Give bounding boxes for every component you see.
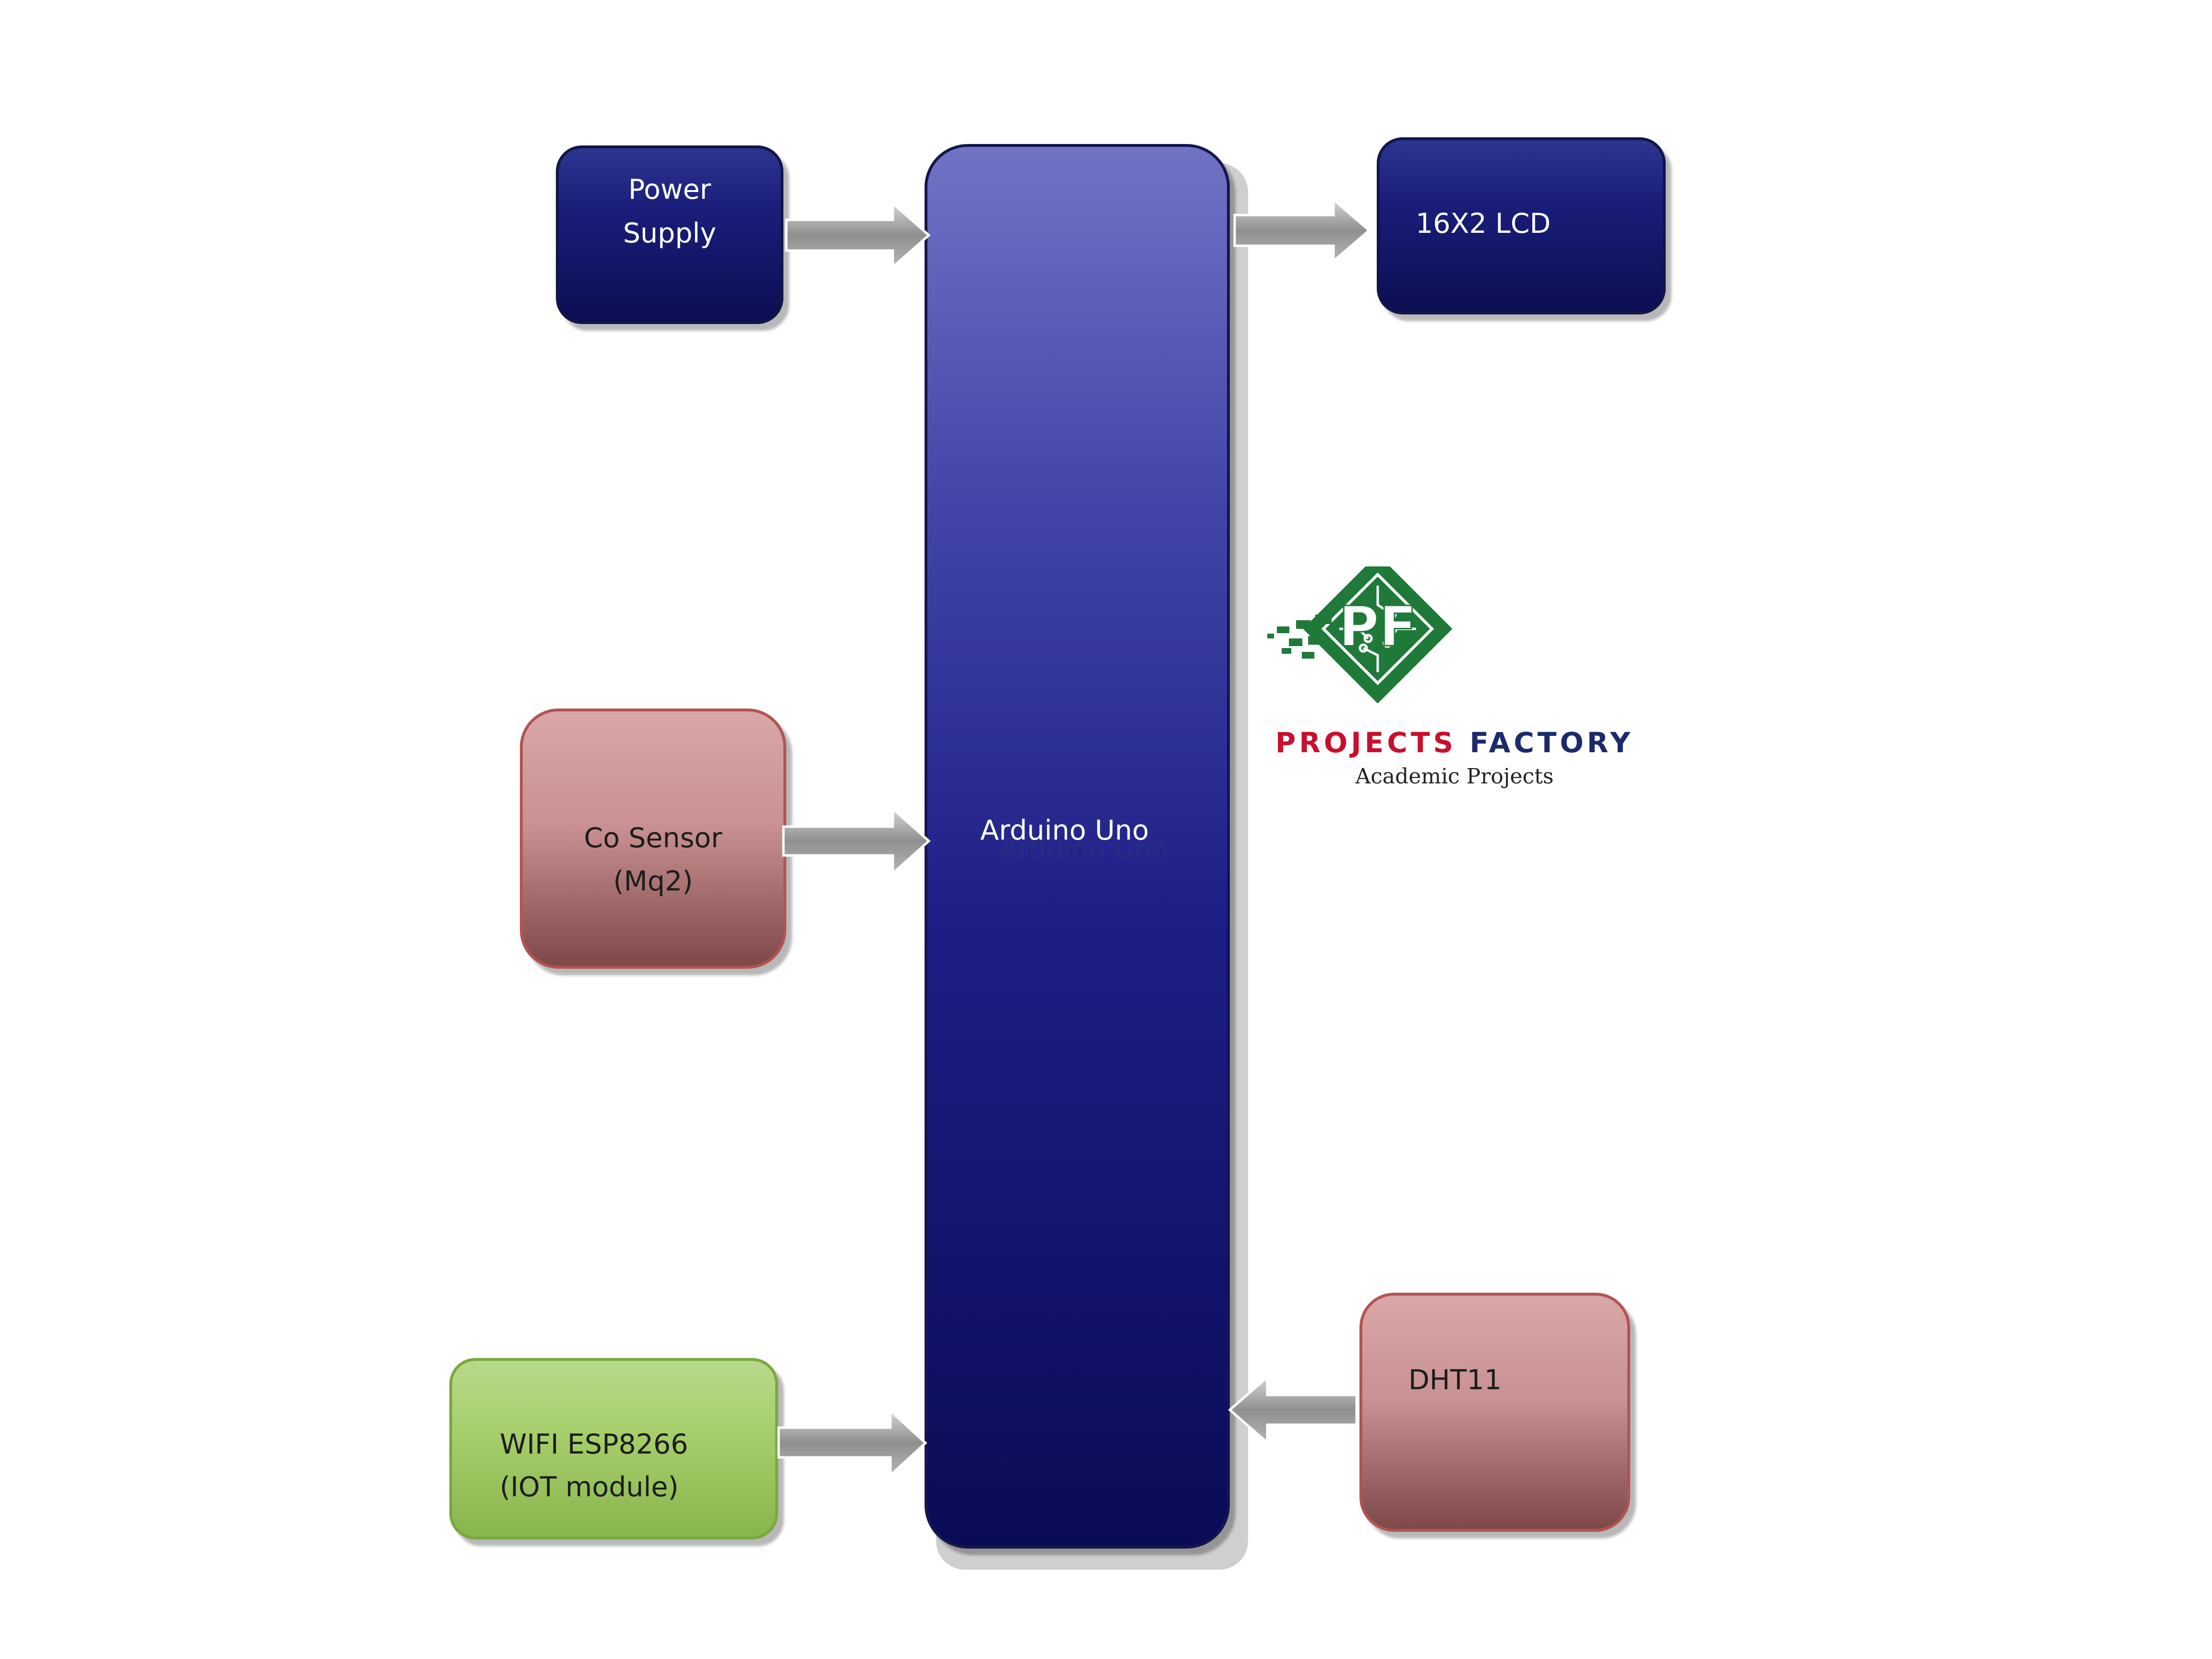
co-sensor-label-line1: Co Sensor	[584, 822, 722, 854]
arrow-power-to-arduino	[785, 201, 931, 270]
logo-company-name: PROJECTS FACTORY	[1267, 726, 1642, 759]
wifi-label-line2: (IOT module)	[500, 1471, 679, 1503]
projects-factory-logo: PF PROJECTS FACTORY Academic Projects	[1267, 566, 1661, 806]
lcd-block: 16X2 LCD	[1377, 137, 1666, 314]
pf-monogram-text: PF	[1339, 595, 1417, 659]
arrow-dht11-to-arduino	[1228, 1374, 1358, 1445]
power-supply-label-line1: Power	[628, 174, 711, 205]
lcd-label: 16X2 LCD	[1416, 208, 1551, 240]
arrow-arduino-to-lcd	[1233, 197, 1371, 264]
arrow-wifi-to-arduino	[777, 1408, 927, 1478]
wifi-label-line1: WIFI ESP8266	[500, 1429, 688, 1460]
arduino-uno-block: Arduino Uno Arduino Uno	[925, 144, 1230, 1549]
dht11-label: DHT11	[1408, 1364, 1502, 1396]
pf-emblem-icon: PF	[1267, 566, 1453, 704]
logo-name-factory: FACTORY	[1469, 726, 1634, 759]
arduino-uno-shadow-label: Arduino Uno	[999, 833, 1168, 865]
wifi-esp8266-block: WIFI ESP8266 (IOT module)	[449, 1358, 778, 1539]
co-sensor-block: Co Sensor (Mq2)	[520, 709, 786, 969]
logo-name-projects: PROJECTS	[1275, 726, 1457, 759]
arduino-uno-label: Arduino Uno	[980, 815, 1149, 846]
power-supply-block: Power Supply	[556, 145, 783, 324]
logo-tagline: Academic Projects	[1355, 764, 1554, 789]
co-sensor-label-line2: (Mq2)	[613, 866, 693, 897]
arrow-co-sensor-to-arduino	[782, 806, 931, 876]
power-supply-label-line2: Supply	[623, 217, 717, 249]
dht11-block: DHT11	[1359, 1293, 1630, 1532]
